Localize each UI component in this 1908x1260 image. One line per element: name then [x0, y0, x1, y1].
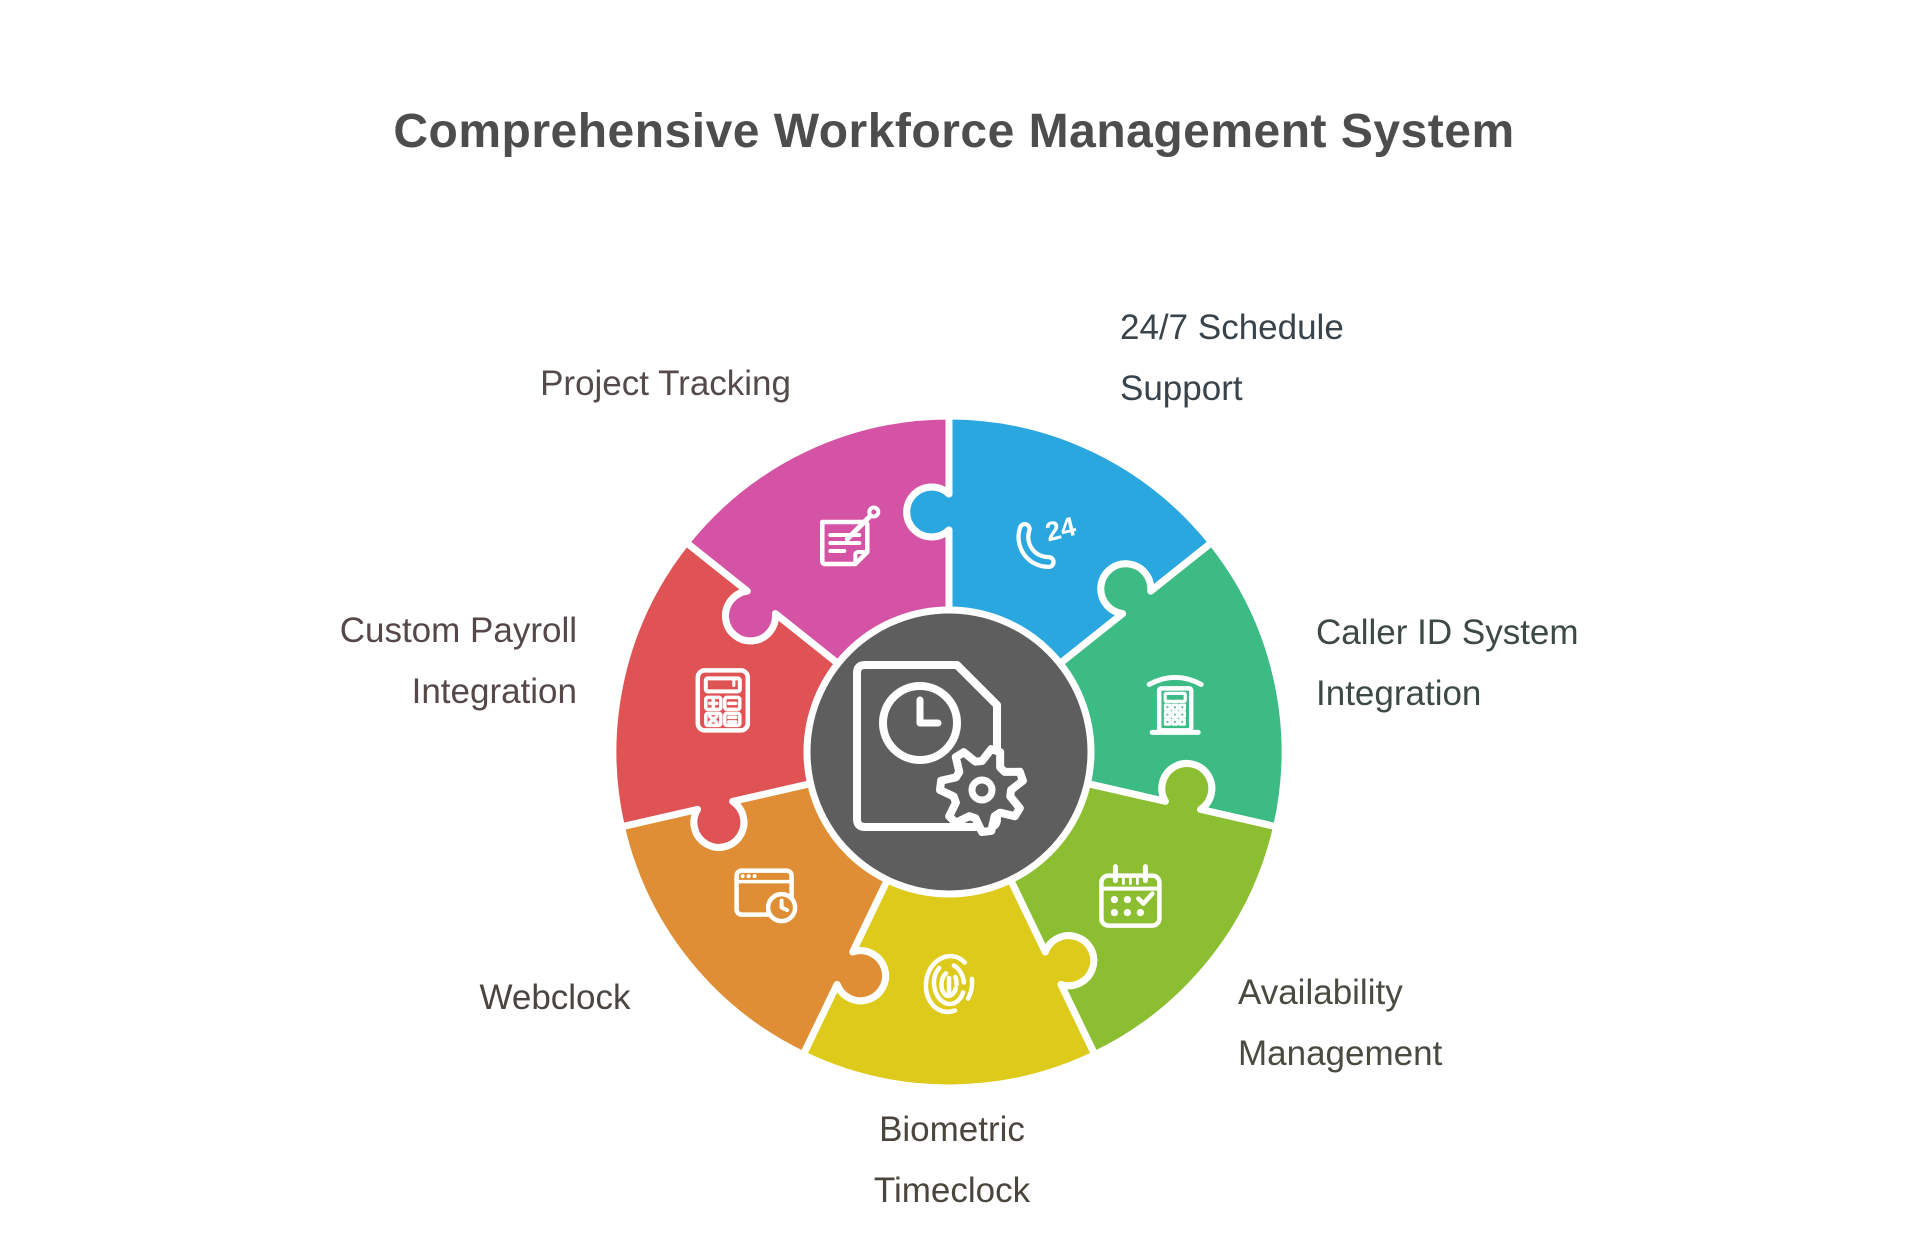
document-clock-gear-icon: [853, 661, 1027, 836]
segment-label-project-tracking: Project Tracking: [540, 364, 791, 403]
notepad-pencil-icon: [820, 505, 881, 567]
segment-label-custom-payroll: Custom Payroll Integration: [339, 611, 577, 712]
segment-label-webclock: Webclock: [479, 978, 631, 1017]
phone-24-icon: 24: [1016, 511, 1079, 570]
diagram-title: Comprehensive Workforce Management Syste…: [393, 105, 1515, 158]
phone-booth-icon: [1146, 674, 1204, 735]
segment-label-caller-id: Caller ID System Integration: [1316, 613, 1579, 714]
segment-label-biometric-timeclock: Biometric Timeclock: [873, 1110, 1031, 1211]
center-hub: [803, 606, 1095, 898]
svg-text:24: 24: [1042, 511, 1078, 547]
calculator-icon: [695, 668, 751, 733]
browser-clock-icon: [734, 868, 798, 924]
calendar-check-icon: [1099, 864, 1162, 928]
segment-label-availability: Availability Management: [1238, 973, 1443, 1074]
fingerprint-icon: [923, 953, 975, 1015]
segment-label-schedule-support: 24/7 Schedule Support: [1120, 308, 1344, 409]
